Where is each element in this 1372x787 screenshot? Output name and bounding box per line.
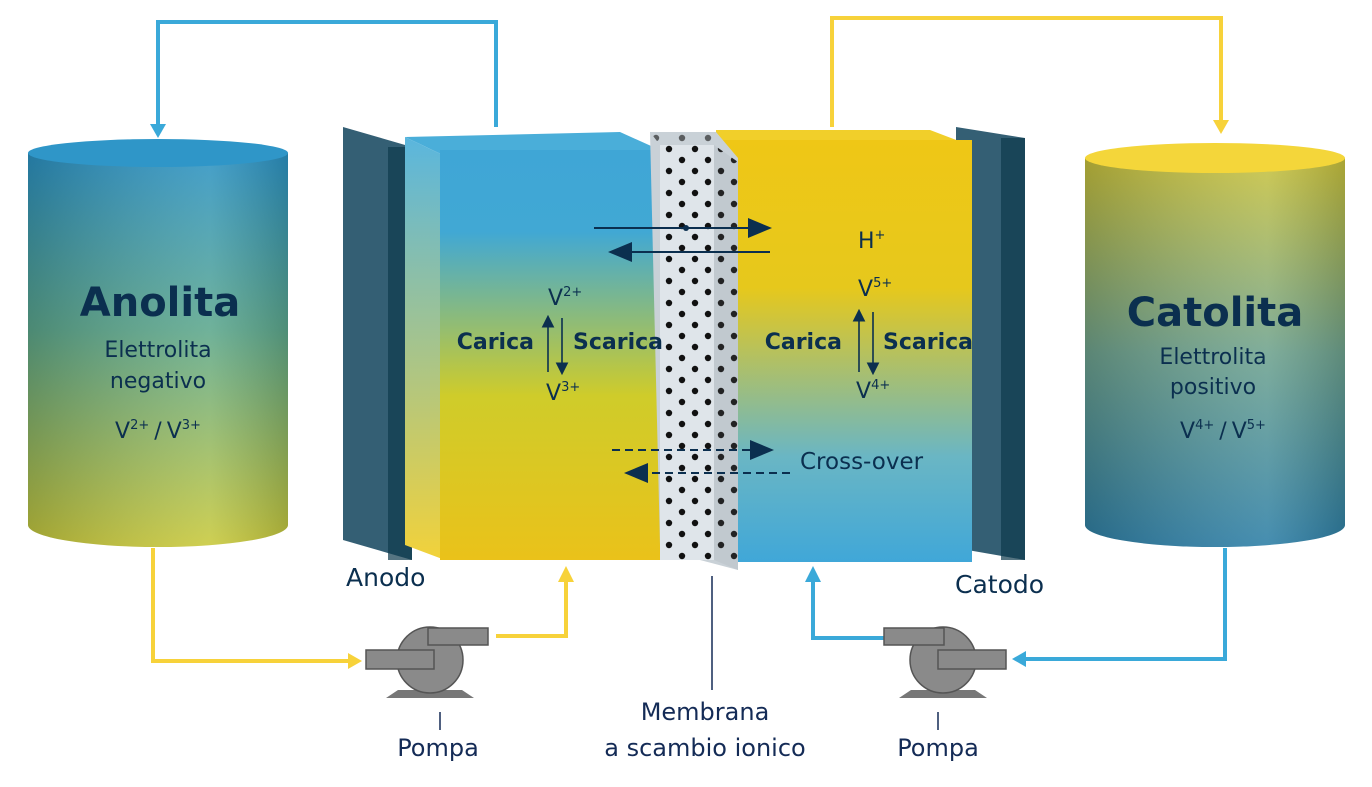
membrane-label-1: Membrana — [641, 698, 770, 726]
catholyte-subtitle-1: Elettrolita — [1159, 345, 1266, 370]
cathode-inlet-arrow — [805, 566, 821, 582]
catholyte-return-pipe — [830, 16, 1223, 127]
pump-left-label: Pompa — [397, 734, 479, 762]
anolyte-title: Anolita — [80, 280, 240, 326]
anode-reaction: V2+ V3+ Carica Scarica — [457, 285, 663, 406]
anolyte-feed-pipe — [151, 548, 352, 663]
pump-right — [883, 626, 1007, 730]
anolyte-subtitle-2: negativo — [110, 369, 206, 394]
catholyte-return-arrow — [1213, 120, 1229, 134]
pipes — [150, 16, 1229, 669]
catholyte-ions: V4+/V5+ — [1180, 418, 1266, 444]
anode-label: Anodo — [346, 563, 425, 592]
cathode-reaction: H+ V5+ V4+ Carica Scarica — [765, 228, 973, 404]
anolyte-subtitle-1: Elettrolita — [104, 338, 211, 363]
anolyte-ions: V2+/V3+ — [115, 418, 201, 444]
catholyte-tank: Catolita Elettrolita positivo V4+/V5+ — [1085, 143, 1345, 547]
proton-arrows — [594, 218, 772, 262]
pump-right-outlet-pipe — [811, 580, 884, 640]
cathode-label: Catodo — [955, 570, 1044, 599]
catholyte-feed-pipe — [1022, 548, 1227, 661]
ion-exchange-membrane — [650, 132, 738, 570]
pump-right-label: Pompa — [897, 734, 979, 762]
anolyte-return-arrow — [150, 124, 166, 138]
anode-discharge-label: Scarica — [573, 330, 663, 355]
crossover-label: Cross-over — [800, 449, 924, 475]
catholyte-title: Catolita — [1127, 290, 1303, 336]
membrane-label-2: a scambio ionico — [604, 734, 805, 762]
anode-cell — [405, 132, 660, 560]
anolyte-return-pipe — [156, 20, 498, 130]
cathode-cell — [716, 130, 972, 562]
cathode-charge-label: Carica — [765, 330, 842, 355]
cathode-top-ion: V5+ — [858, 276, 892, 302]
catholyte-subtitle-2: positivo — [1170, 375, 1256, 400]
proton-label: H+ — [858, 228, 885, 254]
catholyte-feed-arrow — [1012, 651, 1026, 667]
anolyte-feed-arrow — [348, 653, 362, 669]
anolyte-tank: Anolita Elettrolita negativo V2+/V3+ — [28, 139, 288, 547]
cathode-discharge-label: Scarica — [883, 330, 973, 355]
crossover-arrows — [612, 440, 790, 483]
anode-electrode — [343, 127, 412, 560]
pump-left — [365, 626, 489, 730]
anode-inlet-arrow — [558, 566, 574, 582]
anode-bottom-ion: V3+ — [546, 380, 580, 406]
anode-top-ion: V2+ — [548, 285, 582, 311]
pump-left-outlet-pipe — [496, 580, 568, 638]
cathode-electrode — [956, 127, 1025, 560]
cathode-bottom-ion: V4+ — [856, 378, 890, 404]
anode-charge-label: Carica — [457, 330, 534, 355]
